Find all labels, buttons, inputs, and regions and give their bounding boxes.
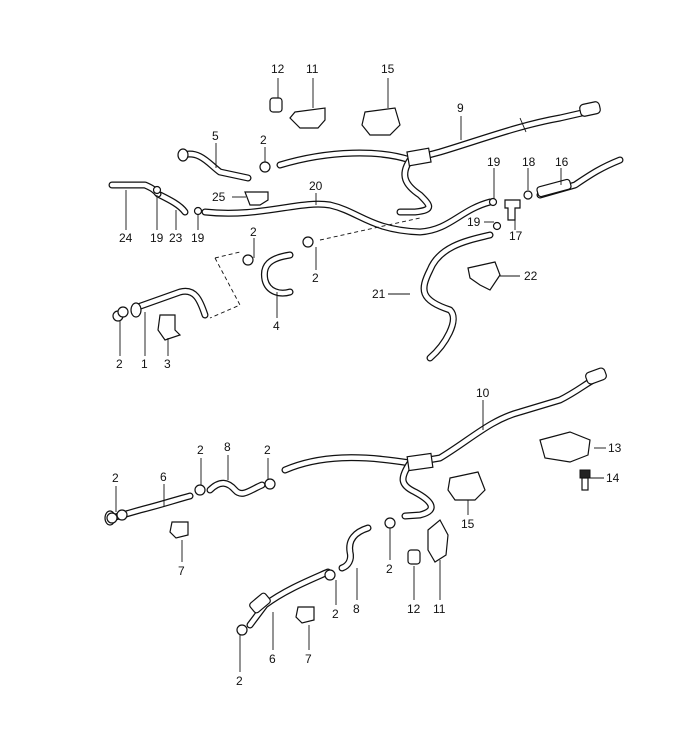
bracket-part-3 xyxy=(157,314,182,341)
callout-11: 11 xyxy=(306,62,319,76)
bracket-part-25 xyxy=(244,191,269,206)
callout-2: 2 xyxy=(236,674,243,688)
callout-19: 19 xyxy=(191,231,205,245)
holder-part-11 xyxy=(289,107,326,129)
callout-8: 8 xyxy=(353,602,360,616)
callout-2: 2 xyxy=(386,562,393,576)
callout-2: 2 xyxy=(116,357,123,371)
clamp-part-19 xyxy=(152,185,502,231)
pipe-part-21 xyxy=(420,231,494,362)
callout-19: 19 xyxy=(487,155,501,169)
callout-6: 6 xyxy=(269,652,276,666)
holder-part-11 xyxy=(427,519,449,563)
callout-22: 22 xyxy=(524,269,538,283)
hose-part-23 xyxy=(156,191,189,216)
bracket-part-7 xyxy=(169,521,189,539)
hose-part-9 xyxy=(276,101,601,216)
assembly-line xyxy=(319,217,421,241)
hose-part-5 xyxy=(177,148,252,182)
leader-lines-lower xyxy=(115,400,606,672)
callout-19: 19 xyxy=(150,231,164,245)
hose-part-6 xyxy=(104,492,194,526)
hose-part-4 xyxy=(260,251,294,297)
callout-3: 3 xyxy=(164,357,171,371)
hose-part-10 xyxy=(281,367,607,520)
upper-assembly: 12 11 15 9 5 2 19 18 16 20 25 24 19 23 1… xyxy=(108,62,624,371)
hose-part-20 xyxy=(201,198,494,236)
callout-15: 15 xyxy=(381,62,395,76)
callout-23: 23 xyxy=(169,231,183,245)
bracket-part-7 xyxy=(295,606,315,624)
callout-8: 8 xyxy=(224,440,231,454)
callout-13: 13 xyxy=(608,441,622,455)
assembly-line xyxy=(209,257,241,319)
clamp-part-18 xyxy=(523,190,533,200)
callout-18: 18 xyxy=(522,155,536,169)
callout-5: 5 xyxy=(212,129,219,143)
callout-2: 2 xyxy=(250,225,257,239)
callout-20: 20 xyxy=(309,179,323,193)
lower-assembly: 10 13 14 2 6 2 8 2 7 15 2 8 2 12 11 6 7 … xyxy=(104,367,622,688)
callout-17: 17 xyxy=(509,229,523,243)
callout-12: 12 xyxy=(271,62,285,76)
holder-part-15 xyxy=(447,471,486,501)
callout-24: 24 xyxy=(119,231,133,245)
tee-fitting-part-17 xyxy=(504,199,521,221)
callout-1: 1 xyxy=(141,357,148,371)
callout-7: 7 xyxy=(305,652,312,666)
assembly-line xyxy=(214,251,241,259)
callout-10: 10 xyxy=(476,386,490,400)
bracket-part-13 xyxy=(539,431,591,463)
callout-2: 2 xyxy=(260,133,267,147)
callout-16: 16 xyxy=(555,155,569,169)
hose-part-16 xyxy=(536,156,624,199)
callout-2: 2 xyxy=(312,271,319,285)
bracket-part-22 xyxy=(467,261,501,291)
callout-15: 15 xyxy=(461,517,475,531)
callout-7: 7 xyxy=(178,564,185,578)
bolt-part-14 xyxy=(579,469,591,491)
clamp-part-2 xyxy=(112,161,314,322)
callout-11: 11 xyxy=(433,602,446,616)
callout-2: 2 xyxy=(264,443,271,457)
callout-25: 25 xyxy=(212,190,226,204)
hose-part-8 xyxy=(206,479,266,497)
leader-lines-upper xyxy=(119,78,562,356)
hose-part-8 xyxy=(338,524,372,572)
callout-2: 2 xyxy=(197,443,204,457)
callout-14: 14 xyxy=(606,471,620,485)
callout-21: 21 xyxy=(372,287,386,301)
callout-9: 9 xyxy=(457,101,464,115)
holder-part-15 xyxy=(361,107,401,136)
callout-6: 6 xyxy=(160,470,167,484)
callout-12: 12 xyxy=(407,602,421,616)
clip-part-12 xyxy=(407,549,421,565)
hose-part-6 xyxy=(246,568,332,629)
clip-part-12 xyxy=(269,97,283,113)
callout-4: 4 xyxy=(273,319,280,333)
hose-part-24 xyxy=(108,181,162,198)
callout-19: 19 xyxy=(467,215,481,229)
pipe-part-1 xyxy=(130,287,209,319)
callout-2: 2 xyxy=(332,607,339,621)
callout-2: 2 xyxy=(112,471,119,485)
